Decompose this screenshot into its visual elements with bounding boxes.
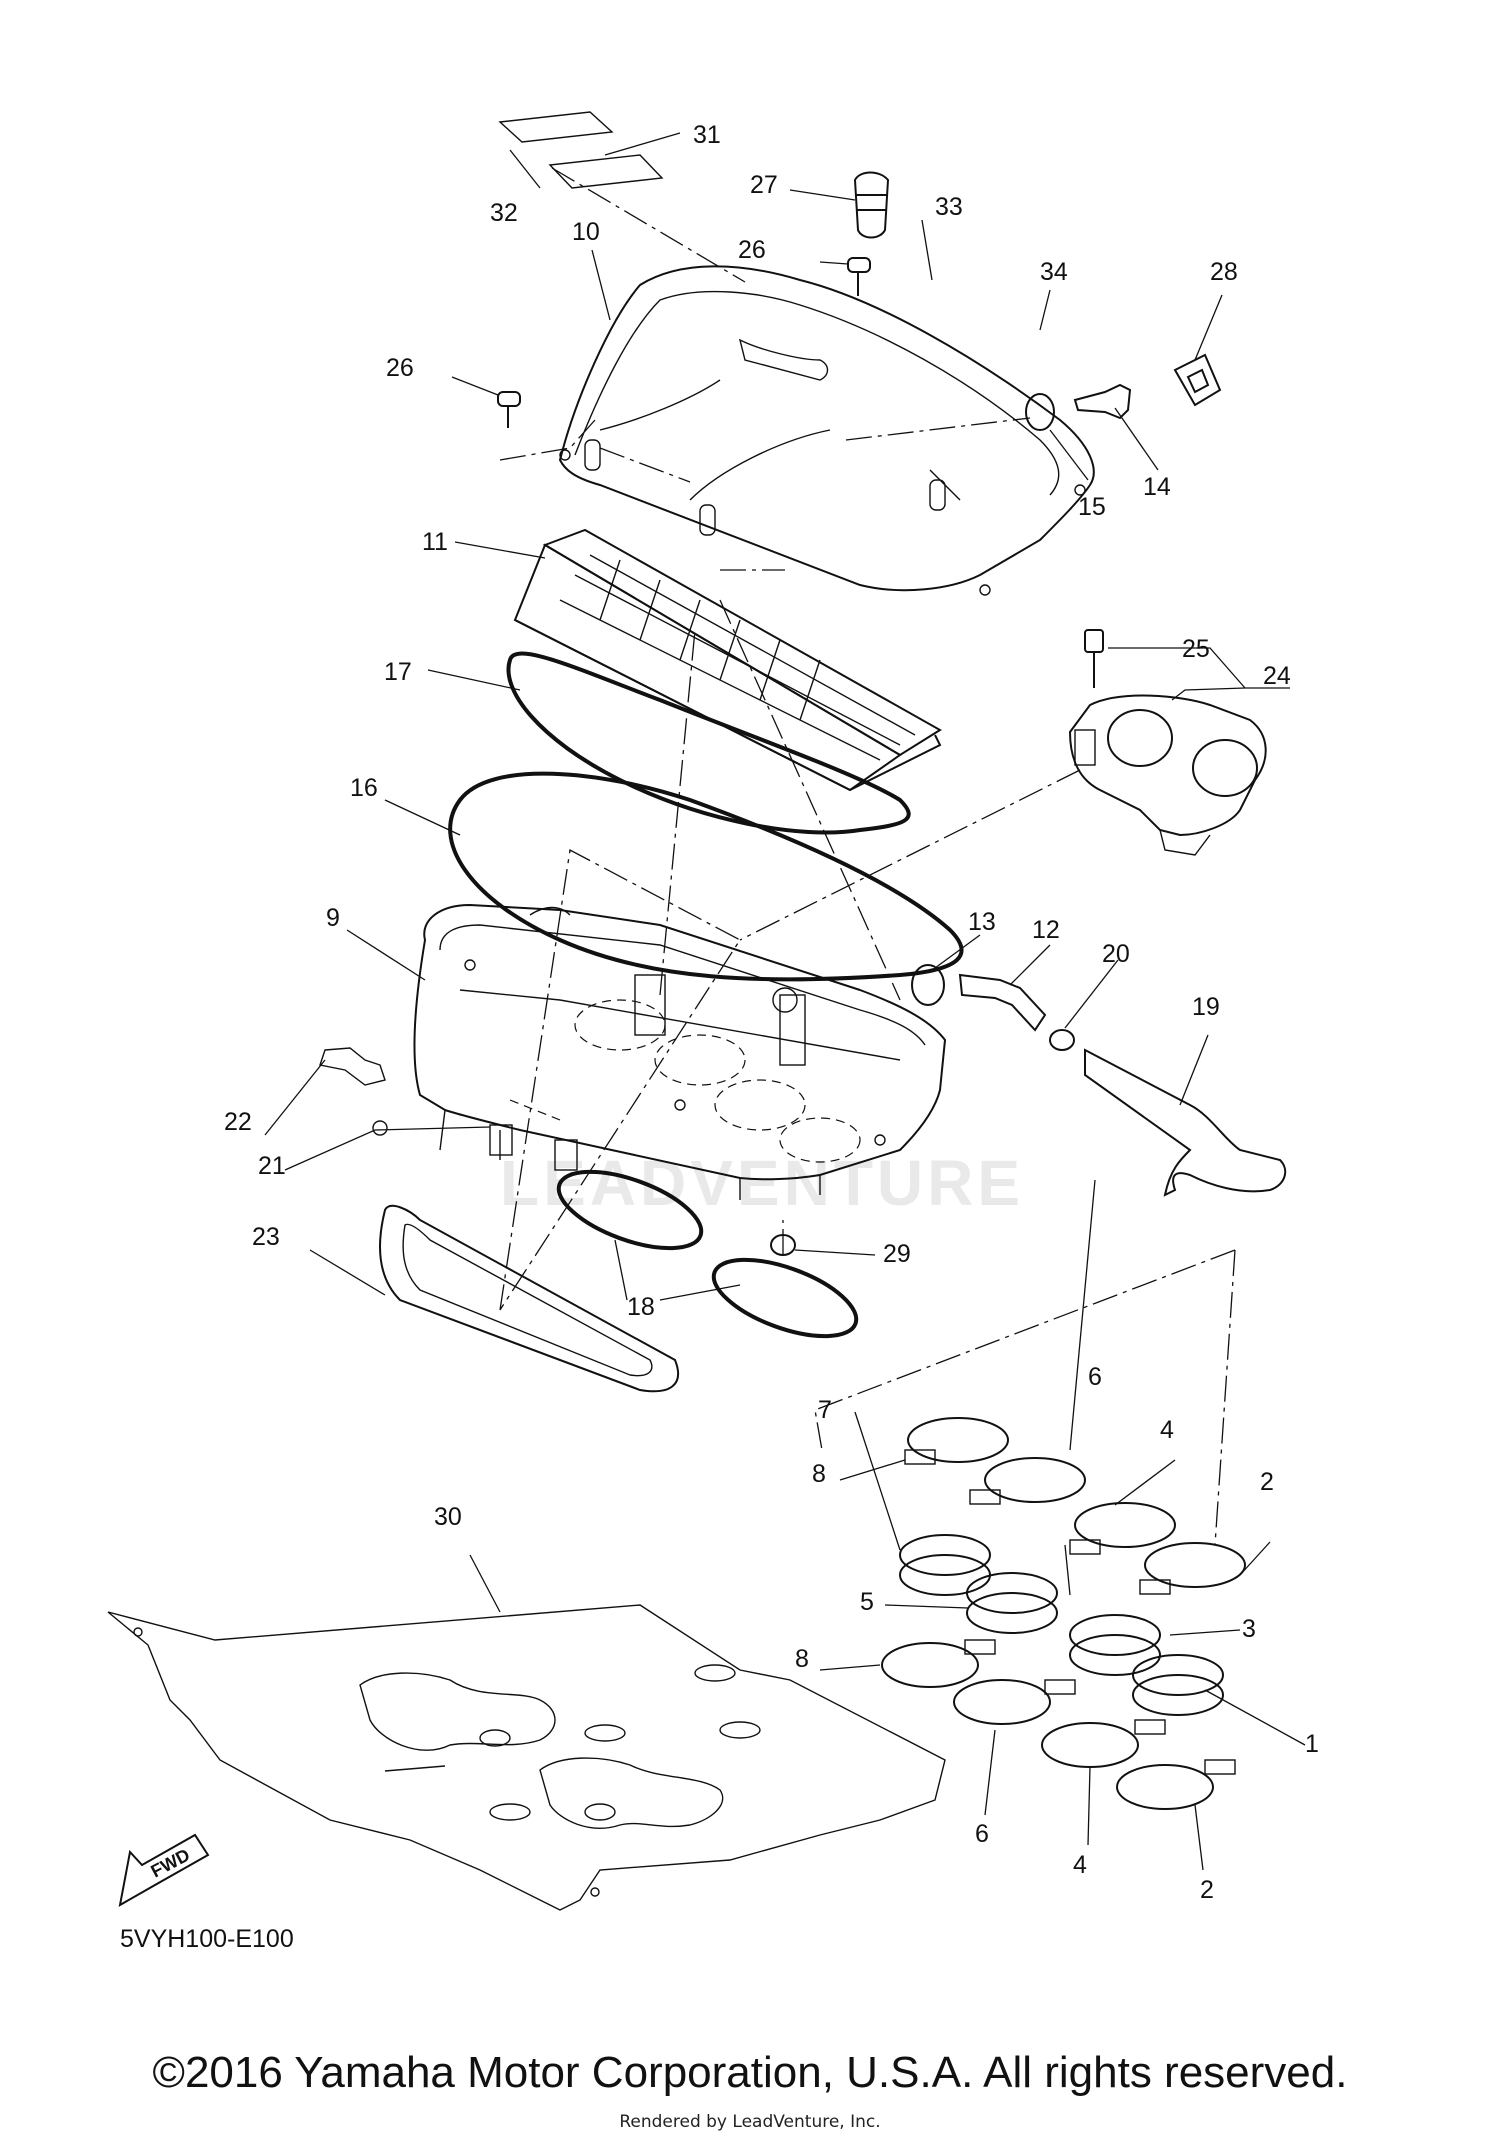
- callout-18: 18: [627, 1293, 655, 1321]
- clip-28: [1173, 353, 1222, 407]
- gasket-16: [448, 771, 964, 982]
- screw-26b: [847, 257, 871, 296]
- callout-4b: 4: [1073, 1851, 1087, 1879]
- air-filter-cover: [558, 265, 1095, 596]
- fwd-arrow-icon: FWD: [118, 1833, 210, 1907]
- grommet-13: [911, 964, 945, 1006]
- callout-34: 34: [1040, 258, 1068, 286]
- label-sticker-31-32: [498, 111, 664, 189]
- callout-4a: 4: [1160, 1416, 1174, 1444]
- fitting-14: [1073, 383, 1132, 420]
- callout-24: 24: [1263, 662, 1291, 690]
- gasket-17: [506, 651, 911, 835]
- screw-26a: [497, 391, 521, 428]
- callout-28: 28: [1210, 258, 1238, 286]
- bolt-21: [372, 1120, 388, 1136]
- bracket-22: [319, 1047, 386, 1086]
- callout-9: 9: [326, 904, 340, 932]
- copyright-text: ©2016 Yamaha Motor Corporation, U.S.A. A…: [152, 2048, 1348, 2097]
- watermark: LEADVENTURE: [500, 1147, 1024, 1219]
- rendered-by-text: Rendered by LeadVenture, Inc.: [619, 2112, 881, 2132]
- callout-13: 13: [968, 908, 996, 936]
- callout-21: 21: [258, 1152, 286, 1180]
- callout-33: 33: [935, 193, 963, 221]
- callout-6a: 6: [1088, 1363, 1102, 1391]
- callout-15: 15: [1078, 493, 1106, 521]
- callout-16: 16: [350, 774, 378, 802]
- callout-20: 20: [1102, 940, 1130, 968]
- hose-19: [1084, 1048, 1287, 1197]
- callout-2b: 2: [1200, 1876, 1214, 1904]
- callout-numbers: 32 31 27 26 10 33 34 28 26 14 15 11 25 2…: [224, 121, 1319, 1904]
- callout-8b: 8: [795, 1645, 809, 1673]
- air-filter-case: [413, 903, 947, 1200]
- hose-12: [958, 973, 1047, 1032]
- callout-2a: 2: [1260, 1468, 1274, 1496]
- bolt-25: [1084, 629, 1104, 688]
- callout-14: 14: [1143, 473, 1171, 501]
- callout-6b: 6: [975, 1820, 989, 1848]
- callout-27: 27: [750, 171, 778, 199]
- diagram-code: 5VYH100-E100: [120, 1925, 294, 1953]
- callout-8a: 8: [812, 1460, 826, 1488]
- callout-29: 29: [883, 1240, 911, 1268]
- callout-30: 30: [434, 1503, 462, 1531]
- callout-5: 5: [860, 1588, 874, 1616]
- callout-32: 32: [490, 199, 518, 227]
- callout-7: 7: [818, 1396, 832, 1424]
- air-filter-element: [513, 528, 942, 792]
- reference-lines: [499, 167, 1236, 1546]
- callout-19: 19: [1192, 993, 1220, 1021]
- cap-27: [853, 171, 890, 239]
- intake-duct-23: [379, 1204, 680, 1393]
- callout-17: 17: [384, 658, 412, 686]
- throttle-holder-24: [1068, 694, 1267, 856]
- callout-31: 31: [693, 121, 721, 149]
- callout-25: 25: [1182, 635, 1210, 663]
- callout-23: 23: [252, 1223, 280, 1251]
- intake-joints: [881, 1417, 1246, 1810]
- callout-26b: 26: [738, 236, 766, 264]
- callout-3: 3: [1242, 1615, 1256, 1643]
- seal-18a: [556, 1169, 704, 1251]
- grommet-15: [1025, 393, 1055, 431]
- callout-10: 10: [572, 218, 600, 246]
- callout-11: 11: [422, 528, 448, 556]
- leader-lines: [264, 132, 1306, 1871]
- callout-1: 1: [1305, 1730, 1319, 1758]
- heat-shield-30: [107, 1604, 946, 1911]
- callout-22: 22: [224, 1108, 252, 1136]
- clamp-20: [1049, 1029, 1075, 1051]
- seal-18b: [711, 1257, 859, 1339]
- callout-12: 12: [1032, 916, 1060, 944]
- callout-26a: 26: [386, 354, 414, 382]
- hidden-lines: [509, 999, 861, 1163]
